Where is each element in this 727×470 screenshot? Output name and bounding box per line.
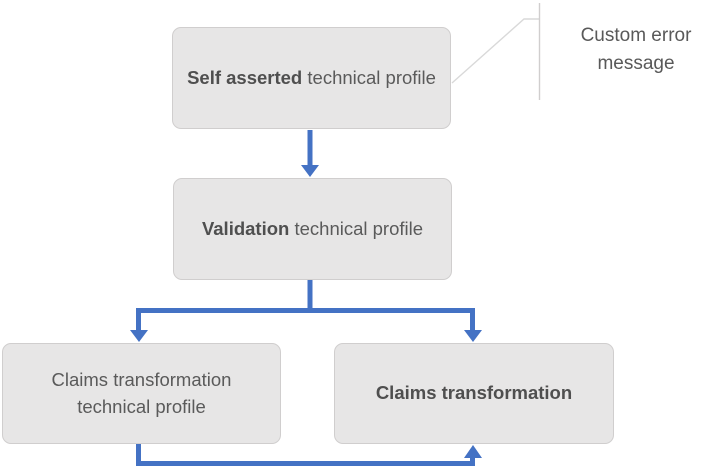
node-validation-label-regular: technical profile (289, 217, 424, 239)
connector-validation-branch (130, 280, 482, 342)
node-validation-label-bold: Validation (201, 217, 290, 239)
node-validation-technical-profile[interactable]: Validation technical profile (173, 178, 452, 280)
node-self-asserted-technical-profile[interactable]: Self asserted technical profile (172, 27, 451, 129)
callout-leader-line (451, 3, 541, 100)
node-claims-transformation-tp-label-regular: Claims transformation technical profile (51, 369, 232, 417)
callout-line-2: message (597, 52, 675, 74)
node-validation-label: Validation technical profile (188, 216, 437, 242)
node-self-asserted-label-regular: technical profile (302, 66, 436, 88)
node-self-asserted-label: Self asserted technical profile (187, 65, 436, 91)
node-claims-transformation-tp-label: Claims transformation technical profile (17, 367, 266, 420)
connector-self-asserted-to-validation (301, 130, 319, 177)
connector-claims-loop (136, 444, 482, 466)
node-claims-transformation[interactable]: Claims transformation (334, 343, 614, 444)
node-claims-transformation-label-bold: Claims transformation (375, 382, 573, 404)
callout-custom-error-message: Custom error message (553, 22, 719, 77)
callout-line-1: Custom error (580, 25, 692, 46)
node-claims-transformation-label: Claims transformation (349, 380, 599, 406)
node-claims-transformation-technical-profile[interactable]: Claims transformation technical profile (2, 343, 281, 444)
node-self-asserted-label-bold: Self asserted (187, 66, 303, 88)
